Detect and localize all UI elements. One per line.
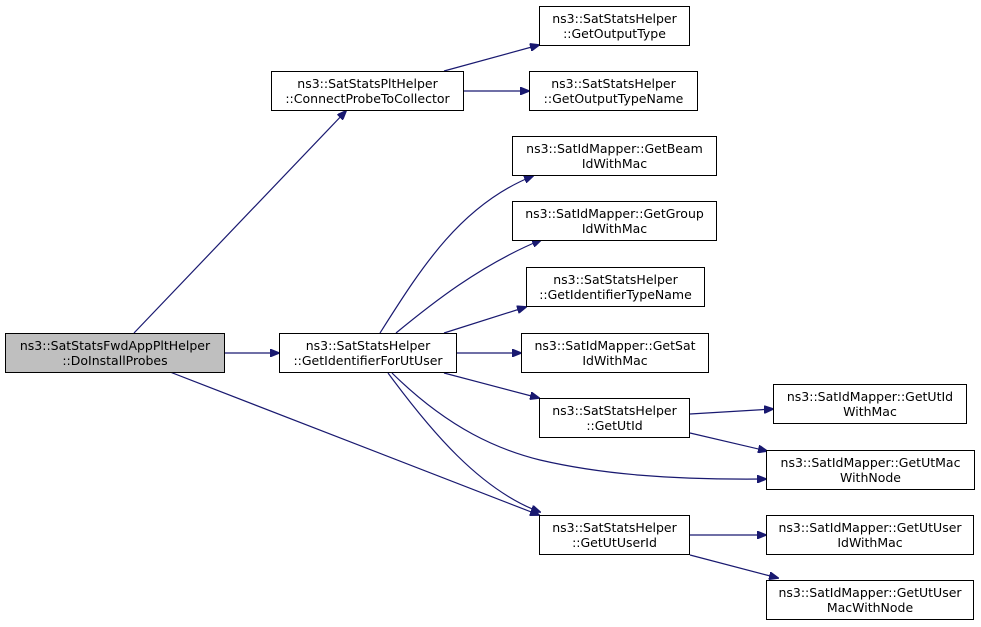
node-label-line1: ns3::SatStatsHelper: [551, 76, 676, 91]
node-label-line1: ns3::SatIdMapper::GetGroup: [525, 206, 704, 221]
node-label-line2: WithNode: [839, 470, 901, 485]
edge-getutuserid-getutusermacwithnode: [689, 554, 778, 578]
node-label-line2: WithMac: [843, 404, 897, 419]
node-getutuseridwithmac[interactable]: ns3::SatIdMapper::GetUtUser IdWithMac: [766, 515, 974, 555]
node-connectprobetocollector[interactable]: ns3::SatStatsPltHelper ::ConnectProbeToC…: [271, 71, 464, 111]
node-label-line2: ::ConnectProbeToCollector: [285, 91, 450, 106]
node-label-line1: ns3::SatStatsHelper: [305, 338, 431, 353]
node-getidentifierforutuser[interactable]: ns3::SatStatsHelper ::GetIdentifierForUt…: [279, 333, 457, 373]
node-getutmacwithnode[interactable]: ns3::SatIdMapper::GetUtMac WithNode: [766, 450, 975, 490]
node-label-line1: ns3::SatStatsHelper: [553, 272, 678, 287]
node-label-line1: ns3::SatIdMapper::GetSat: [534, 338, 696, 353]
node-getgroupidwithmac[interactable]: ns3::SatIdMapper::GetGroup IdWithMac: [512, 201, 717, 241]
node-getutid[interactable]: ns3::SatStatsHelper ::GetUtId: [539, 398, 690, 438]
node-label-line2: ::DoInstallProbes: [62, 353, 168, 368]
node-getoutputtypename[interactable]: ns3::SatStatsHelper ::GetOutputTypeName: [529, 71, 698, 111]
node-label-line2: IdWithMac: [581, 156, 648, 171]
node-label-line1: ns3::SatIdMapper::GetUtMac: [780, 455, 961, 470]
node-label-line1: ns3::SatIdMapper::GetUtUser: [778, 520, 962, 535]
node-getidentifiertypename[interactable]: ns3::SatStatsHelper ::GetIdentifierTypeN…: [526, 267, 705, 307]
node-label-line1: ns3::SatStatsPltHelper: [297, 76, 438, 91]
node-label-line1: ns3::SatStatsHelper: [552, 403, 677, 418]
node-label-line1: ns3::SatIdMapper::GetUtId: [786, 389, 954, 404]
node-label-line2: IdWithMac: [581, 221, 648, 236]
edge-getidentifier-getutmac: [391, 372, 766, 479]
node-label-line1: ns3::SatIdMapper::GetBeam: [526, 141, 703, 156]
node-label-line2: MacWithNode: [826, 600, 914, 615]
node-getutidwithmac[interactable]: ns3::SatIdMapper::GetUtId WithMac: [773, 384, 967, 424]
node-doinstallprobes: ns3::SatStatsFwdAppPltHelper ::DoInstall…: [5, 333, 225, 373]
edge-getutid-getutmacwithnode: [689, 432, 767, 451]
edge-getidentifier-getutuserid: [387, 372, 540, 512]
node-label-line2: ::GetIdentifierTypeName: [539, 287, 692, 302]
node-label-line2: IdWithMac: [837, 535, 903, 550]
node-label-line2: ::GetOutputType: [563, 26, 666, 41]
node-label-line1: ns3::SatStatsFwdAppPltHelper: [19, 338, 211, 353]
edge-doinstall-connectprobe: [133, 111, 346, 334]
node-label-line1: ns3::SatIdMapper::GetUtUser: [778, 585, 962, 600]
node-label-line1: ns3::SatStatsHelper: [552, 11, 677, 26]
node-label-line1: ns3::SatStatsHelper: [552, 520, 677, 535]
node-label-line2: ::GetOutputTypeName: [543, 91, 684, 106]
edge-getidentifier-getgroup: [395, 240, 541, 334]
node-label-line2: ::GetUtUserId: [572, 535, 657, 550]
edge-getidentifier-getidtypename: [443, 307, 526, 334]
node-label-line2: IdWithMac: [582, 353, 648, 368]
node-label-line2: ::GetIdentifierForUtUser: [293, 353, 443, 368]
node-getutuserid[interactable]: ns3::SatStatsHelper ::GetUtUserId: [539, 515, 690, 555]
edge-connectprobe-getoutputtype: [443, 45, 539, 72]
edge-getidentifier-getbeam: [379, 176, 533, 334]
edge-getidentifier-getutid: [443, 372, 539, 398]
node-getbeamidwithmac[interactable]: ns3::SatIdMapper::GetBeam IdWithMac: [512, 136, 717, 176]
edge-getutid-getutidwithmac: [689, 409, 773, 415]
node-label-line2: ::GetUtId: [586, 418, 643, 433]
node-getoutputtype[interactable]: ns3::SatStatsHelper ::GetOutputType: [539, 6, 690, 46]
edge-doinstall-getutuserid: [169, 371, 539, 515]
node-getsatidwithmac[interactable]: ns3::SatIdMapper::GetSat IdWithMac: [521, 333, 709, 373]
node-getutusermacwithnode[interactable]: ns3::SatIdMapper::GetUtUser MacWithNode: [766, 580, 974, 620]
